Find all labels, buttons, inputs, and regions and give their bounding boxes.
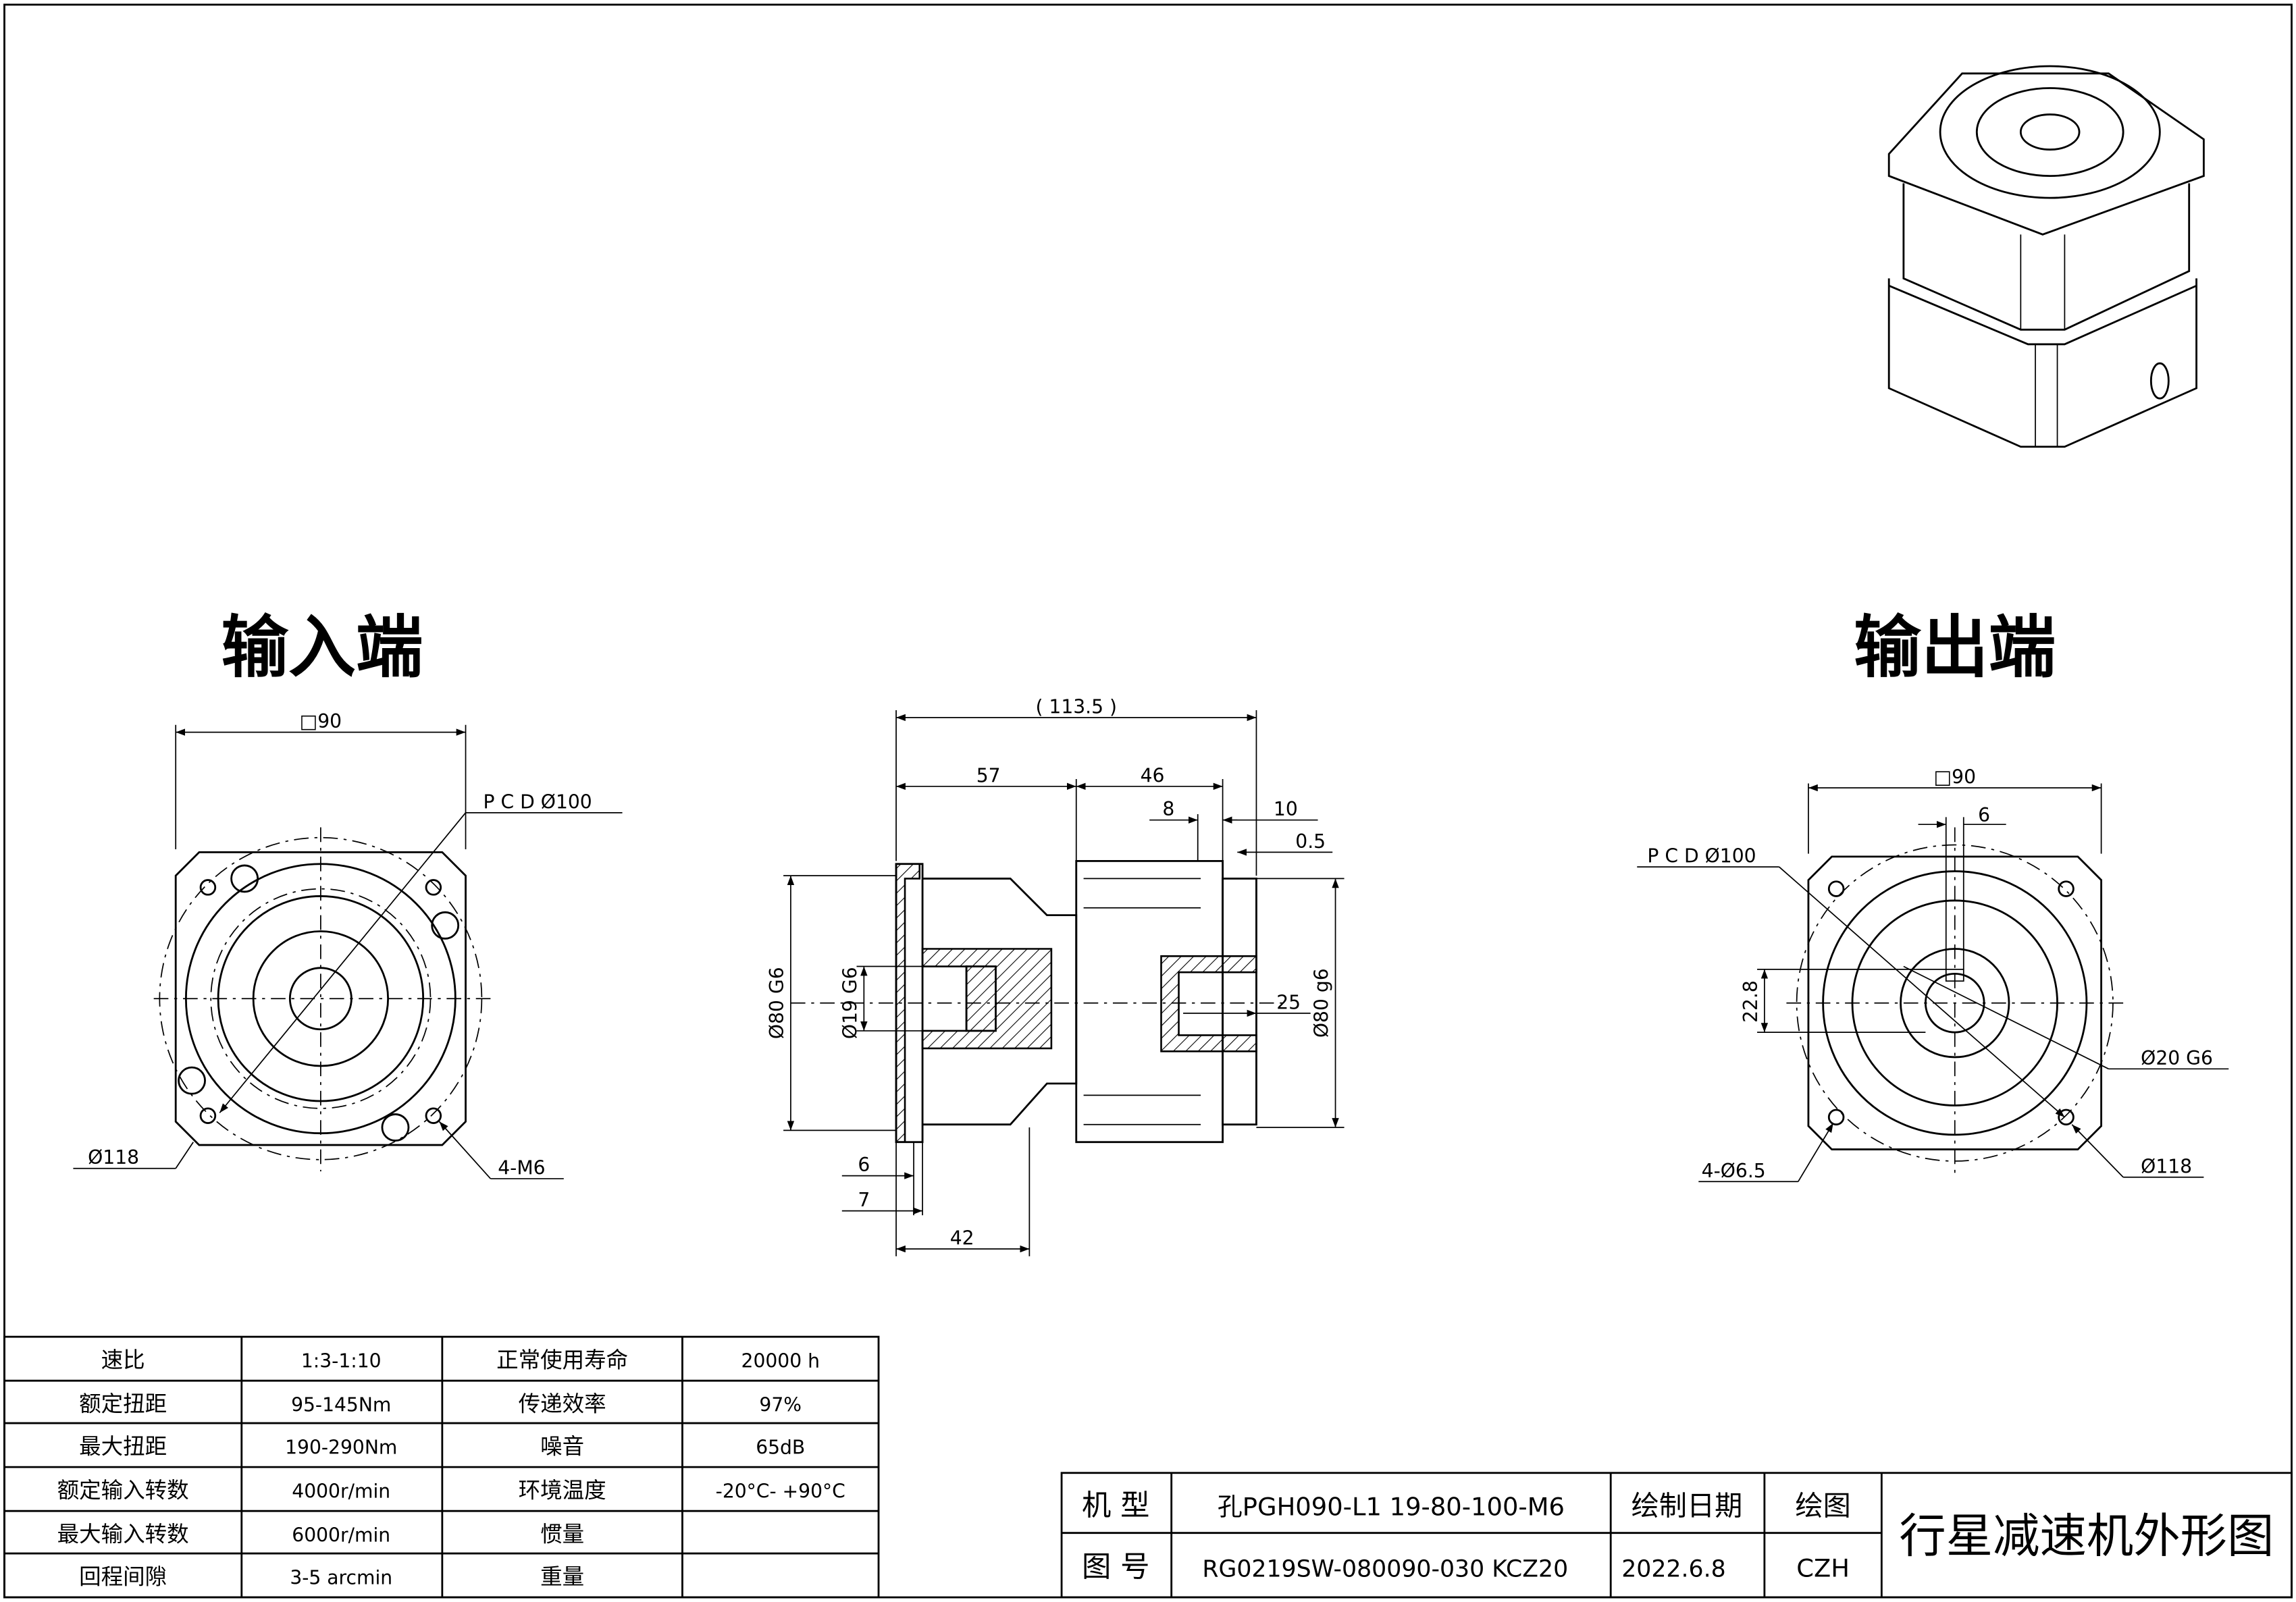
input-square-dim: □90	[300, 710, 342, 732]
table-row: 最大扭距 190-290Nm 噪音 65dB	[79, 1434, 805, 1460]
spec-label: 正常使用寿命	[496, 1347, 628, 1373]
output-end-view: □90 6 P C D Ø100 22.8 Ø20 G6 4-Ø6.5 Ø118	[1637, 766, 2229, 1183]
drawing-no-value: RG0219SW-080090-030 KCZ20	[1202, 1556, 1568, 1583]
dim-7: 7	[858, 1189, 870, 1211]
spec-label: 重量	[540, 1564, 584, 1590]
dim-42: 42	[950, 1227, 974, 1250]
table-row: 回程间隙 3-5 arcmin 重量	[79, 1564, 584, 1590]
input-outer-dia-dim: Ø118	[88, 1146, 139, 1169]
date-label: 绘制日期	[1632, 1490, 1743, 1522]
spec-value: 6000r/min	[292, 1524, 390, 1547]
spec-label: 最大扭距	[79, 1434, 167, 1460]
spec-value: 65dB	[756, 1437, 805, 1459]
spec-value: 1:3-1:10	[301, 1350, 382, 1372]
spec-value: 3-5 arcmin	[290, 1567, 392, 1589]
spec-label: 噪音	[540, 1434, 584, 1460]
output-holes-dim: 4-Ø6.5	[1702, 1160, 1766, 1182]
drawing-title: 行星减速机外形图	[1899, 1510, 2274, 1564]
spec-value: 190-290Nm	[285, 1437, 397, 1459]
spec-label: 速比	[101, 1347, 145, 1373]
output-square-dim: □90	[1934, 766, 1976, 788]
spec-value: 97%	[759, 1394, 802, 1416]
spec-label: 环境温度	[519, 1478, 606, 1503]
dim-19-G6: Ø19 G6	[839, 967, 861, 1039]
table-row: 最大输入转数 6000r/min 惯量	[57, 1522, 585, 1547]
output-22-8-dim: 22.8	[1740, 980, 1762, 1023]
output-pcd-dim: P C D Ø100	[1647, 845, 1756, 867]
drawn-label: 绘图	[1795, 1490, 1850, 1522]
spec-value: 20000 h	[741, 1350, 820, 1372]
input-holes-dim: 4-M6	[498, 1156, 545, 1179]
spec-label: 额定扭距	[79, 1391, 167, 1417]
isometric-view	[1887, 65, 2205, 448]
side-section-view: ( 113.5 ) 57 46 8 10 0.5 Ø80 G6 Ø19 G6 2…	[766, 695, 1345, 1256]
spec-label: 传递效率	[519, 1391, 606, 1417]
dim-10: 10	[1274, 798, 1298, 820]
drawing-no-label: 图 号	[1082, 1551, 1150, 1584]
spec-label: 回程间隙	[79, 1564, 167, 1590]
input-end-title: 输入端	[221, 608, 423, 687]
dim-80-g6: Ø80 g6	[1311, 968, 1333, 1038]
date-value: 2022.6.8	[1621, 1556, 1725, 1583]
dim-8: 8	[1162, 798, 1174, 820]
spec-value: -20°C- +90°C	[716, 1480, 845, 1503]
table-row: 速比 1:3-1:10 正常使用寿命 20000 h	[101, 1347, 820, 1373]
model-value: 孔PGH090-L1 19-80-100-M6	[1218, 1493, 1565, 1522]
output-outer-dia-dim: Ø118	[2141, 1155, 2192, 1177]
table-row: 额定扭距 95-145Nm 传递效率 97%	[79, 1391, 802, 1417]
dim-overall-length: ( 113.5 )	[1035, 695, 1117, 718]
output-shaft-dim: Ø20 G6	[2141, 1047, 2213, 1069]
title-block: 机 型 孔PGH090-L1 19-80-100-M6 绘制日期 绘图 图 号 …	[1060, 1472, 2293, 1599]
spec-label: 惯量	[540, 1522, 584, 1547]
dim-57: 57	[976, 764, 1001, 786]
drawn-value: CZH	[1796, 1554, 1850, 1583]
output-key-dim: 6	[1978, 804, 1990, 826]
spec-table: 速比 1:3-1:10 正常使用寿命 20000 h 额定扭距 95-145Nm…	[3, 1335, 880, 1599]
spec-value: 95-145Nm	[291, 1394, 391, 1416]
input-end-view: □90 P C D Ø100 Ø118 4-M6	[73, 710, 623, 1179]
output-end-title: 输出端	[1854, 608, 2056, 687]
dim-25: 25	[1276, 991, 1301, 1013]
spec-label: 最大输入转数	[57, 1522, 189, 1547]
dim-46: 46	[1141, 764, 1165, 786]
spec-label: 额定输入转数	[57, 1478, 189, 1503]
model-label: 机 型	[1082, 1489, 1150, 1523]
input-pcd-dim: P C D Ø100	[484, 791, 592, 813]
spec-value: 4000r/min	[292, 1480, 390, 1503]
dim-6: 6	[858, 1154, 870, 1176]
dim-0-5: 0.5	[1295, 830, 1326, 853]
dim-80-G6: Ø80 G6	[766, 967, 788, 1039]
table-row: 额定输入转数 4000r/min 环境温度 -20°C- +90°C	[57, 1478, 845, 1503]
